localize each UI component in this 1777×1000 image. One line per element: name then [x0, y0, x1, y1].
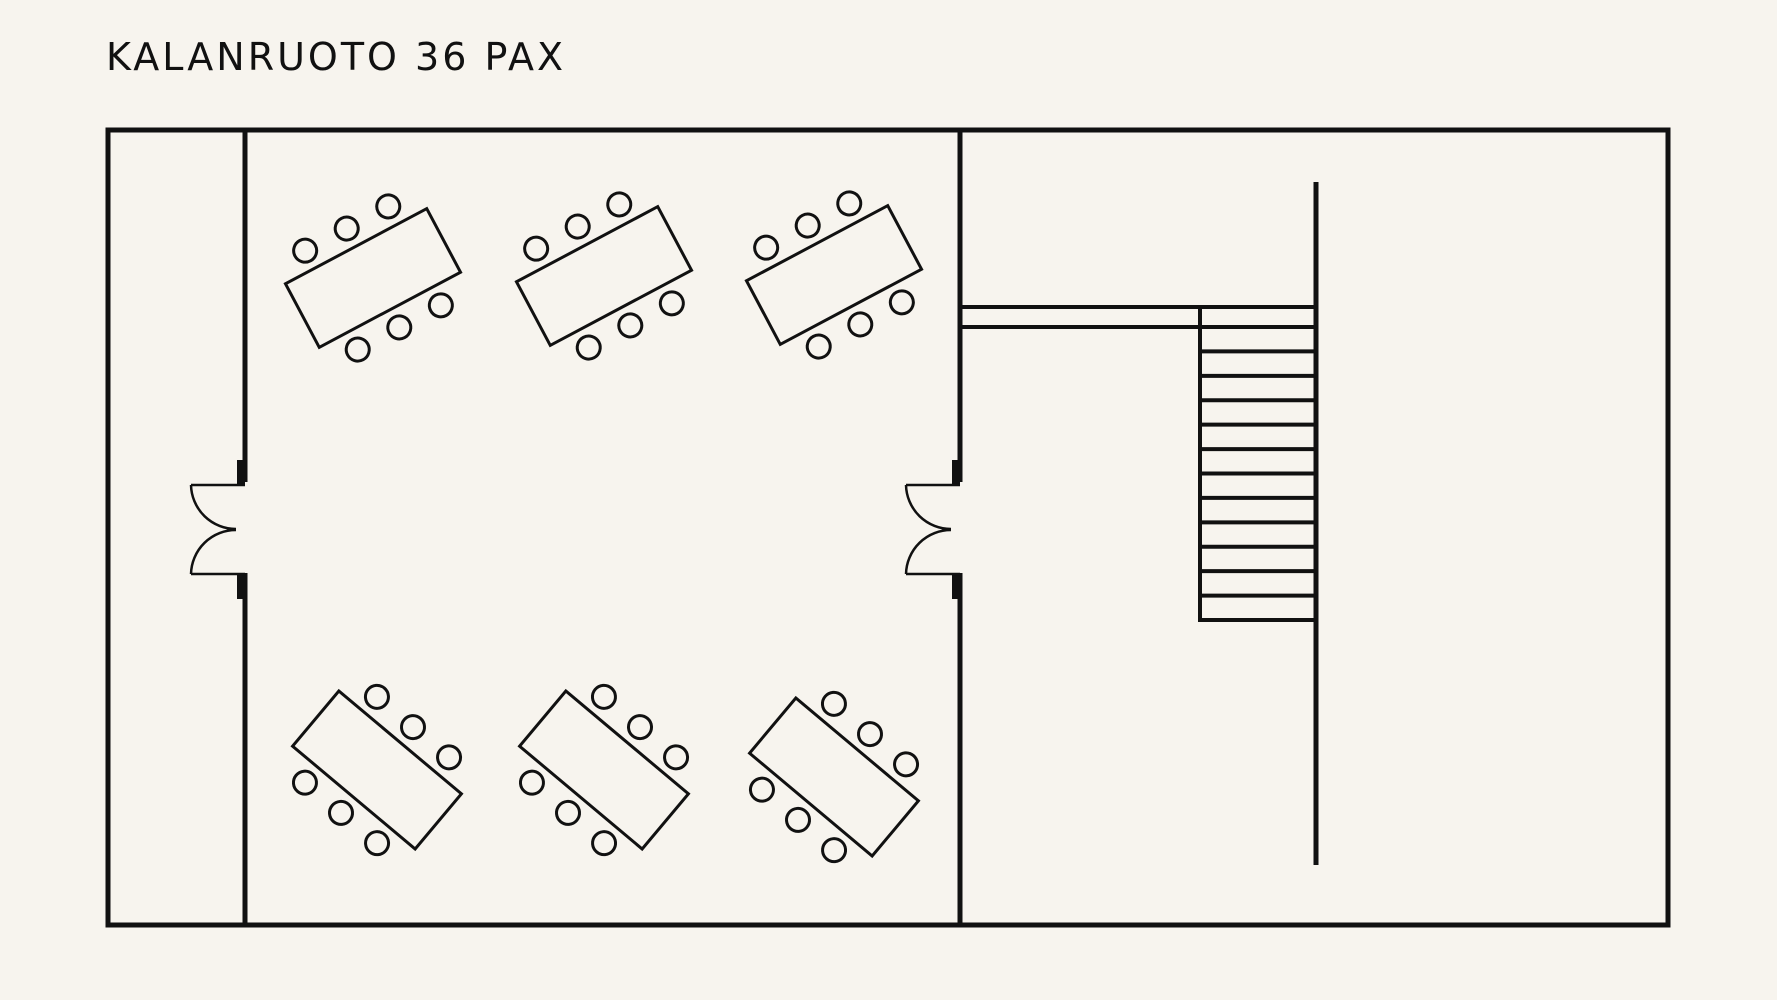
- chair: [575, 334, 602, 361]
- table-2: [514, 191, 694, 361]
- door-jamb: [952, 460, 960, 484]
- door-2: [904, 460, 960, 599]
- table-3: [744, 190, 924, 360]
- outer-wall: [105, 127, 1671, 928]
- chair: [333, 215, 360, 242]
- chair: [291, 769, 318, 796]
- door-swing-arc: [189, 484, 237, 531]
- doors-layer: [189, 460, 960, 599]
- door-jamb: [952, 575, 960, 599]
- chair: [856, 721, 883, 748]
- table-top: [290, 688, 464, 852]
- chair: [626, 714, 653, 741]
- table-1: [283, 193, 463, 363]
- table-top: [514, 204, 694, 348]
- tables-layer: [283, 190, 924, 864]
- chair: [820, 690, 847, 717]
- chair: [658, 290, 685, 317]
- chair: [292, 237, 319, 264]
- chair: [386, 314, 413, 341]
- chair: [753, 234, 780, 261]
- door-swing-arc: [904, 484, 952, 531]
- chair: [893, 751, 920, 778]
- chair: [821, 837, 848, 864]
- door-swing-arc: [189, 528, 237, 575]
- chair: [591, 830, 618, 857]
- chair: [794, 212, 821, 239]
- door-jamb: [237, 460, 245, 484]
- table-5: [517, 683, 691, 857]
- chair: [836, 190, 863, 217]
- table-6: [747, 690, 921, 864]
- chair: [805, 333, 832, 360]
- chair: [663, 744, 690, 771]
- chair: [364, 830, 391, 857]
- chair: [363, 683, 390, 710]
- chair: [617, 312, 644, 339]
- chair: [590, 683, 617, 710]
- chair: [555, 799, 582, 826]
- chair: [847, 311, 874, 338]
- table-top: [747, 695, 921, 859]
- door-1: [189, 460, 245, 599]
- chair: [888, 289, 915, 316]
- plan-title: KALANRUOTO 36 PAX: [106, 35, 566, 79]
- table-top: [744, 203, 924, 347]
- chair: [344, 336, 371, 363]
- door-jamb: [237, 575, 245, 599]
- table-top: [517, 688, 691, 852]
- chair: [785, 806, 812, 833]
- chair: [375, 193, 402, 220]
- chair: [399, 714, 426, 741]
- table-4: [290, 683, 464, 857]
- chair: [518, 769, 545, 796]
- door-swing-arc: [904, 528, 952, 575]
- chair: [427, 292, 454, 319]
- chair: [523, 235, 550, 262]
- staircase: [962, 182, 1319, 865]
- chair: [436, 744, 463, 771]
- chair: [328, 799, 355, 826]
- chair: [748, 776, 775, 803]
- chair: [564, 213, 591, 240]
- table-top: [283, 206, 463, 350]
- chair: [606, 191, 633, 218]
